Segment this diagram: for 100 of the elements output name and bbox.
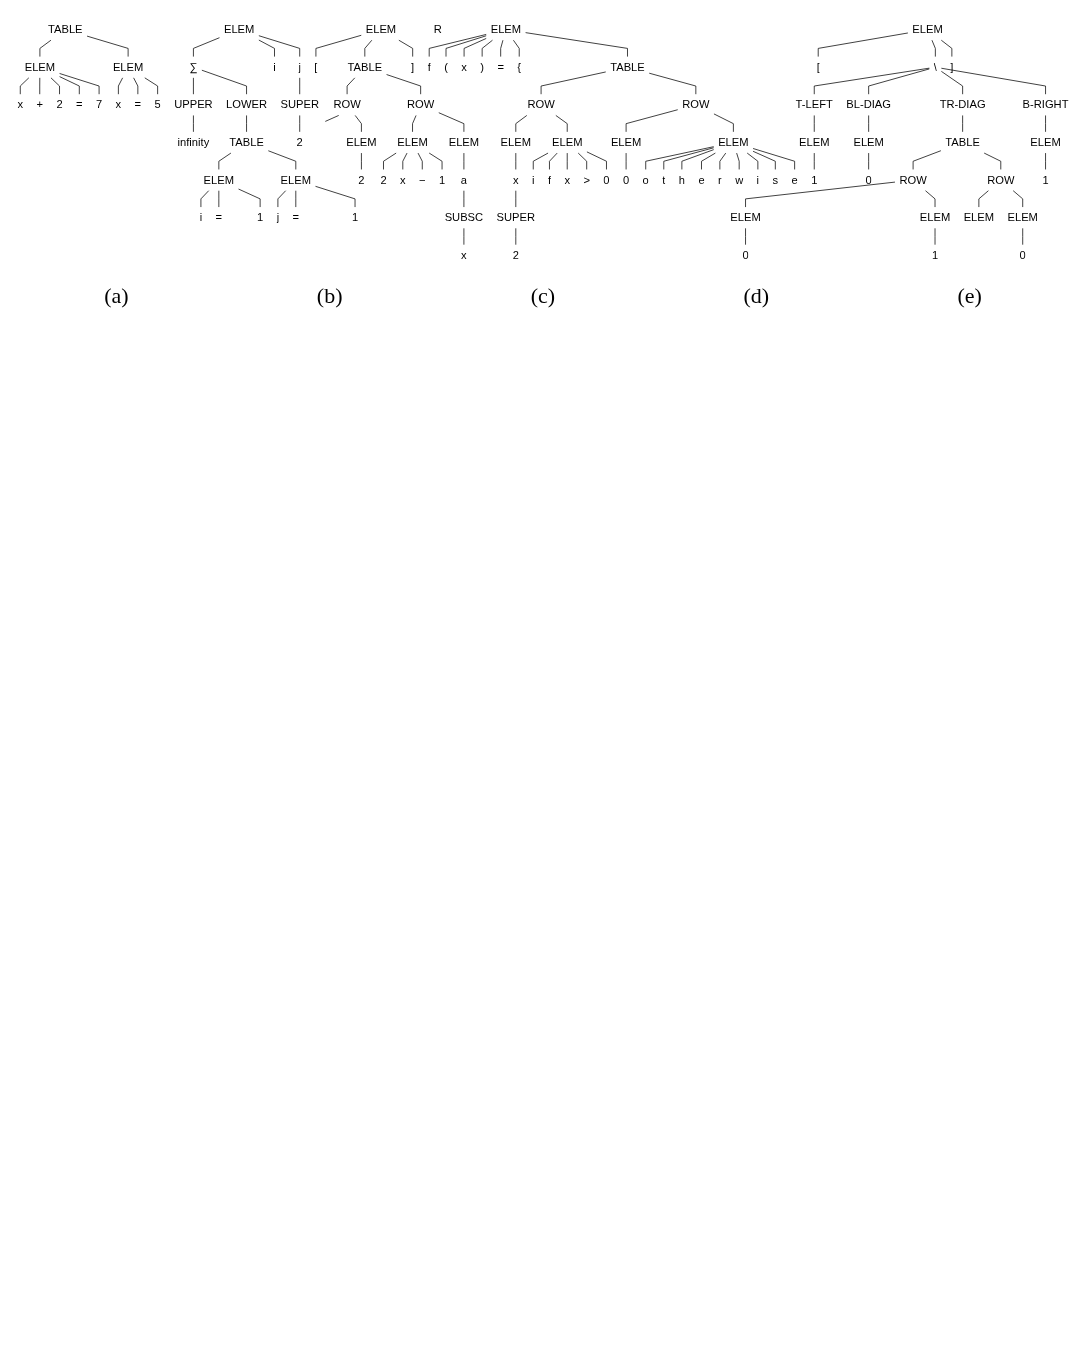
node-text: ROW <box>682 97 710 111</box>
tree-branch-line <box>463 152 465 170</box>
tree-branch-line <box>752 150 776 170</box>
node-text: ELEM <box>490 22 522 36</box>
tree-branch-line <box>59 73 100 95</box>
figure-label: (c) <box>530 282 556 309</box>
tree-branch-line <box>931 39 936 57</box>
tree-branch-line <box>295 190 297 208</box>
tree-branch-line <box>1045 152 1046 170</box>
tree-branch-line <box>577 152 588 170</box>
node-text: 1 <box>351 210 359 224</box>
node-text: ELEM <box>280 173 312 186</box>
tree-branch-line <box>193 37 220 57</box>
tree-branch-line <box>868 152 869 170</box>
node-text: \ <box>933 60 937 73</box>
node-text: e <box>791 173 798 186</box>
node-text: a <box>460 173 468 186</box>
tree-branch-line <box>625 152 627 170</box>
tree-branch-line <box>428 152 443 170</box>
node-text: UPPER <box>174 97 213 111</box>
tree-branch-line <box>500 39 504 57</box>
node-text: TABLE <box>229 135 264 149</box>
node-text: ELEM <box>365 22 397 36</box>
tree-branch-line <box>532 152 549 170</box>
node-text: 5 <box>154 97 161 111</box>
tree-branch-line <box>540 71 607 95</box>
node-text: ROW <box>987 173 1015 186</box>
tree-branch-line <box>645 146 715 170</box>
node-text: TABLE <box>945 135 980 149</box>
node-text: x <box>461 248 467 262</box>
node-text: i <box>273 60 276 73</box>
node-text: SUPER <box>280 97 319 111</box>
node-text: ELEM <box>919 210 951 224</box>
node-text: ROW <box>333 97 361 111</box>
node-text: B-RIGHT <box>1022 97 1069 111</box>
tree-branch-line <box>745 181 896 208</box>
tree-branch-line <box>978 190 989 208</box>
tree-branch-line <box>515 190 517 208</box>
tree-branch-line <box>648 72 697 95</box>
node-text: 0 <box>1019 248 1026 262</box>
node-text: = <box>497 60 504 73</box>
node-text: − <box>419 173 426 186</box>
tree-branch-line <box>200 190 210 208</box>
node-text: > <box>583 173 590 186</box>
tree-branch-line <box>525 32 628 57</box>
node-text: 1 <box>811 173 818 186</box>
figure-label: (b) <box>316 282 343 309</box>
tree-branch-line <box>346 77 356 95</box>
node-text: ROW <box>899 173 927 186</box>
node-text: ROW <box>527 97 555 111</box>
tree-branch-line <box>277 190 287 208</box>
tree-branch-line <box>86 35 129 57</box>
node-text: { <box>517 60 522 73</box>
node-text: i <box>756 173 760 186</box>
tree-branch-line <box>361 152 362 170</box>
tree-branch-line <box>940 39 953 57</box>
node-text: [ <box>816 60 820 73</box>
tree-branch-line <box>681 149 715 170</box>
node-text: infinity <box>177 135 210 149</box>
tree-branch-line <box>962 115 963 133</box>
node-text: ) <box>480 60 485 73</box>
node-text: x <box>17 97 24 111</box>
node-text: TABLE <box>347 60 383 73</box>
tree-branch-line <box>555 115 568 133</box>
tree-branch-line <box>941 71 963 95</box>
tree-branch-line <box>19 77 30 95</box>
node-text: ELEM <box>853 135 884 149</box>
tree-branch-line <box>417 152 423 170</box>
node-text: SUPER <box>496 210 536 224</box>
node-text: j <box>298 60 301 73</box>
node-text: x <box>461 60 467 73</box>
tree-branch-line <box>299 77 301 95</box>
tree-branch-line <box>402 152 408 170</box>
tree-branch-line <box>238 188 261 208</box>
node-text: ELEM <box>912 22 943 36</box>
node-text: = <box>215 210 223 224</box>
node-text: 0 <box>603 173 610 186</box>
node-text: R <box>433 22 442 36</box>
node-text: BL-DIAG <box>846 97 891 111</box>
figure-label: (e) <box>957 282 982 309</box>
tree-branch-line <box>752 148 795 170</box>
tree-branch-line <box>412 115 417 133</box>
node-text: ELEM <box>1007 210 1038 224</box>
tree-branch-line <box>701 152 716 170</box>
tree-branch-line <box>398 39 414 57</box>
tree-branch-line <box>428 34 487 57</box>
node-text: x <box>564 173 571 186</box>
node-text: ELEM <box>112 60 144 73</box>
node-text: ELEM <box>346 135 377 149</box>
tree-branch-line <box>719 152 727 170</box>
tree-branch-line <box>445 35 487 57</box>
node-text: ROW <box>406 97 435 111</box>
node-text: 2 <box>512 248 519 262</box>
tree-branch-line <box>934 227 936 246</box>
tree-branch-line <box>713 113 734 133</box>
node-text: 7 <box>95 97 103 111</box>
tree-branch-line <box>625 109 679 133</box>
node-text: ELEM <box>397 135 428 149</box>
node-text: x <box>513 173 519 186</box>
tree-branch-line <box>1045 115 1046 133</box>
